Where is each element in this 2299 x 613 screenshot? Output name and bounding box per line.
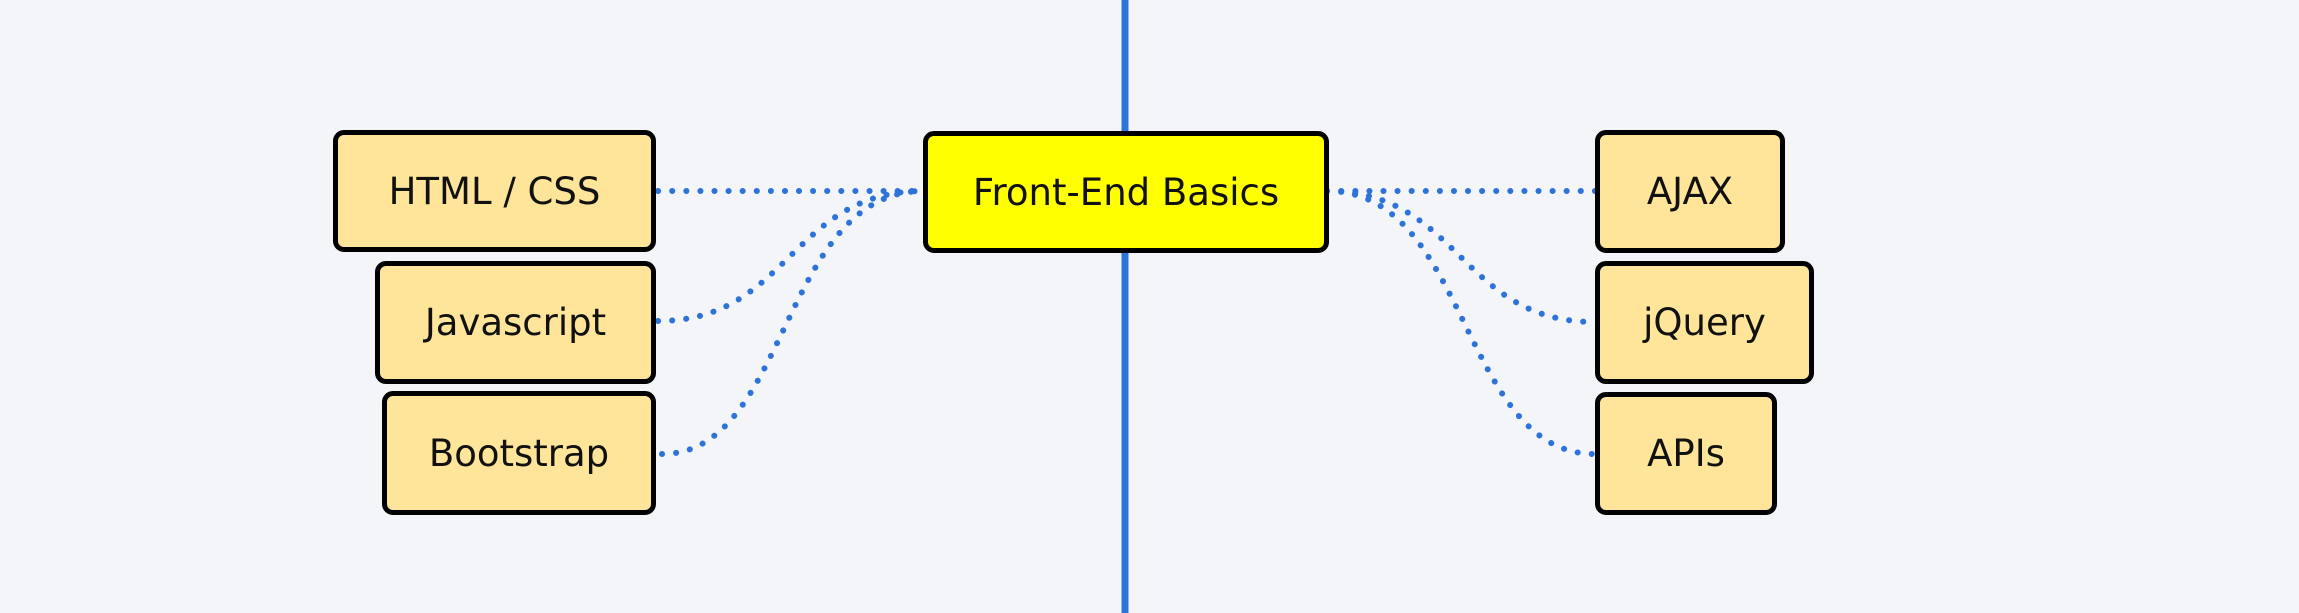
- central-topic-node[interactable]: Front-End Basics: [923, 131, 1329, 253]
- connector-javascript: [655, 188, 927, 324]
- connector-jquery: [1324, 188, 1598, 325]
- central-topic-label: Front-End Basics: [972, 170, 1280, 214]
- topic-node-javascript[interactable]: Javascript: [375, 261, 656, 384]
- topic-node-html-css[interactable]: HTML / CSS: [333, 130, 656, 252]
- topic-label-javascript: Javascript: [424, 301, 607, 344]
- connector-apis: [1324, 188, 1598, 457]
- topic-node-bootstrap[interactable]: Bootstrap: [382, 391, 656, 515]
- topic-node-apis[interactable]: APIs: [1595, 392, 1777, 515]
- topic-node-ajax[interactable]: AJAX: [1595, 130, 1785, 253]
- topic-label-bootstrap: Bootstrap: [428, 431, 610, 475]
- topic-node-jquery[interactable]: jQuery: [1595, 261, 1814, 384]
- topic-label-jquery: jQuery: [1643, 301, 1766, 344]
- topic-label-apis: APIs: [1647, 432, 1725, 475]
- topic-label-ajax: AJAX: [1646, 170, 1734, 213]
- connector-bootstrap: [659, 188, 927, 457]
- topic-label-html-css: HTML / CSS: [388, 169, 601, 213]
